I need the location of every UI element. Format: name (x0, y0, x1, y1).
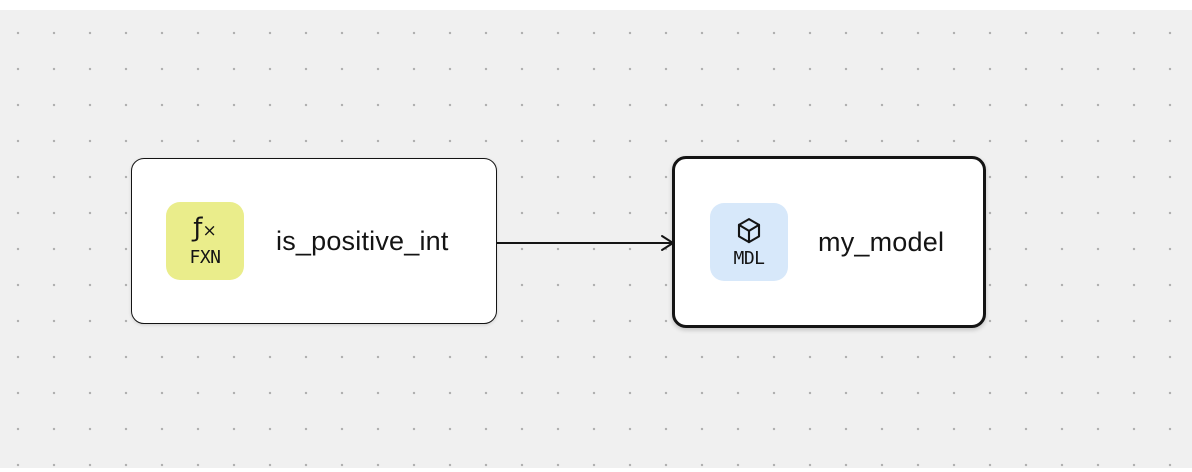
model-badge-label: MDL (733, 247, 765, 269)
top-chrome-strip (0, 0, 1192, 10)
bottom-chrome-strip (0, 468, 1192, 472)
node-function[interactable]: ƒ× FXN is_positive_int (131, 158, 497, 324)
function-icon: ƒ× (193, 213, 217, 243)
model-badge: MDL (710, 203, 788, 281)
function-badge-label: FXN (189, 247, 221, 268)
node-model[interactable]: MDL my_model (672, 156, 986, 328)
cube-icon (734, 216, 764, 246)
node-title-model: my_model (818, 226, 945, 257)
node-title-function: is_positive_int (276, 225, 449, 256)
edge-arrow[interactable] (496, 232, 677, 254)
function-badge: ƒ× FXN (166, 202, 244, 280)
